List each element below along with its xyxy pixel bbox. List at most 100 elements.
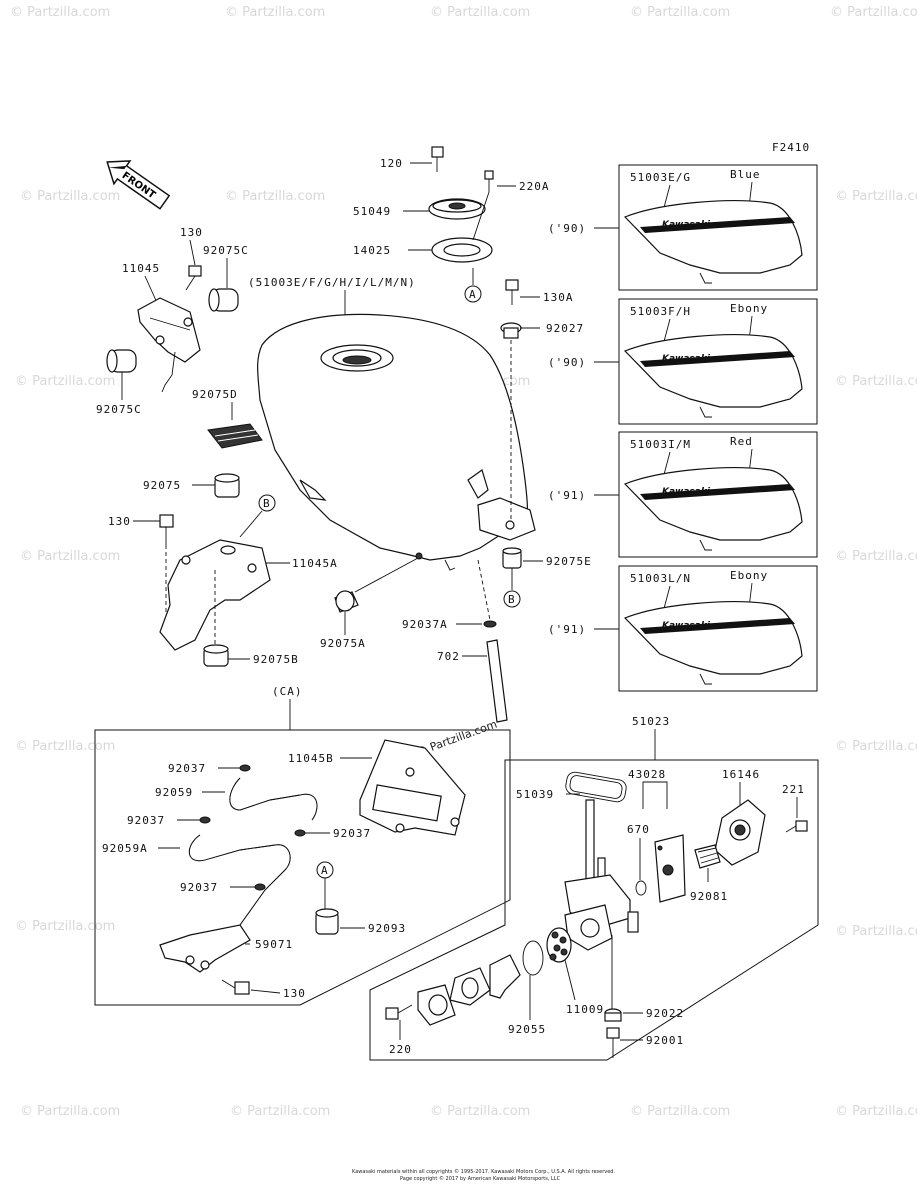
watermark: © Partzilla.com (20, 189, 120, 204)
label-92037-2: 92037 (127, 814, 165, 827)
bolt-130-top (188, 265, 202, 277)
label-130-mid: 130 (108, 515, 131, 528)
fuel-tank: (51003E/F/G/H/I/L/M/N) (248, 276, 536, 571)
variant-frame (618, 164, 818, 291)
watermark: © Partzilla.com (225, 5, 325, 20)
watermark: © Partzilla.com (15, 374, 115, 389)
footer-line1: Kawasaki materials within all copyrights… (352, 1168, 615, 1175)
label-220: 220 (389, 1043, 412, 1056)
watermark: © Partzilla.com (15, 919, 115, 934)
watermark: © Partzilla.com (830, 5, 917, 20)
tank-rear-fasteners: 130A 92027 (500, 279, 584, 520)
label-43028: 43028 (628, 768, 666, 781)
label-ca: (CA) (272, 685, 303, 698)
label-92027: 92027 (546, 322, 584, 335)
variant-part-number: 51003E/G (630, 171, 691, 184)
watermark: © Partzilla.com (630, 5, 730, 20)
brand-logo: Kawasaki (662, 621, 711, 631)
variant-part-number: 51003L/N (630, 572, 691, 585)
gasket-51039 (565, 771, 627, 803)
label-11045a: 11045A (292, 557, 338, 570)
label-92093: 92093 (368, 922, 406, 935)
bolt-130-ca (234, 981, 250, 995)
label-16146: 16146 (722, 768, 760, 781)
variant-year: ('91) (548, 489, 586, 502)
watermark: © Partzilla.com (835, 1104, 917, 1119)
variant-frame (618, 298, 818, 425)
label-92059: 92059 (155, 786, 193, 799)
variant-color: Ebony (730, 569, 768, 582)
label-92059a: 92059A (102, 842, 148, 855)
label-14025: 14025 (353, 244, 391, 257)
variant-color: Blue (730, 168, 761, 181)
watermark: © Partzilla.com (10, 5, 110, 20)
label-92075a: 92075A (320, 637, 366, 650)
watermark: © Partzilla.com (430, 1104, 530, 1119)
bolt-120-head (431, 146, 444, 158)
label-92001: 92001 (646, 1034, 684, 1047)
lever-92055 (489, 954, 521, 999)
callout-a-top (464, 285, 482, 303)
bracket-11045 (137, 297, 201, 363)
label-51049: 51049 (353, 205, 391, 218)
front-arrow-icon: FRONT (106, 160, 171, 210)
tank-side-illustration (623, 334, 803, 408)
label-130a: 130A (543, 291, 574, 304)
watermark: © Partzilla.com (225, 189, 325, 204)
watermarks: © Partzilla.com © Partzilla.com © Partzi… (10, 5, 917, 1119)
bolt-130-mid (159, 514, 174, 528)
label-92037a: 92037A (402, 618, 448, 631)
brand-logo: Kawasaki (662, 354, 711, 364)
pad-92075d (207, 423, 263, 449)
watermark: © Partzilla.com (835, 924, 917, 939)
brand-logo: Kawasaki (662, 220, 711, 230)
label-130-ca: 130 (283, 987, 306, 1000)
bracket-11045b (359, 739, 466, 836)
spring-92081 (694, 844, 721, 869)
bracket-11045a-assembly: 92075 B 130 11045A 92075B 92075A (108, 473, 419, 667)
footer-line2: Page copyright © 2017 by American Kawasa… (400, 1175, 561, 1182)
watermark: © Partzilla.com (15, 739, 115, 754)
tank-side-illustration (623, 200, 803, 274)
fuel-tap-assembly: 51023 51039 43028 670 16146 221 92081 (369, 715, 819, 1061)
label-220a: 220A (519, 180, 550, 193)
label-670: 670 (627, 823, 650, 836)
screw-220a-head (484, 170, 494, 180)
hose-702 (486, 639, 508, 723)
variant-color: Red (730, 435, 753, 448)
watermark: © Partzilla.com (835, 739, 917, 754)
variant-frame (618, 565, 818, 692)
screw-221 (795, 820, 808, 832)
label-92075c-bottom: 92075C (96, 403, 142, 416)
tank-side-illustration (623, 601, 803, 675)
watermark: © Partzilla.com (835, 374, 917, 389)
figure-code: F2410 (772, 141, 810, 154)
label-92037-3: 92037 (333, 827, 371, 840)
watermark: © Partzilla.com (835, 189, 917, 204)
callout-a-top-text: A (469, 288, 477, 301)
variant-year: ('90) (548, 356, 586, 369)
watermark: © Partzilla.com (20, 549, 120, 564)
variant-part-number: 51003I/M (630, 438, 691, 451)
label-11045: 11045 (122, 262, 160, 275)
variant-year: ('91) (548, 623, 586, 636)
label-92075d: 92075D (192, 388, 238, 401)
o-ring-670 (635, 880, 647, 896)
fuel-pipe-main (585, 799, 595, 881)
callout-b-left-text: B (263, 497, 271, 510)
label-92075b: 92075B (253, 653, 299, 666)
watermark: © Partzilla.com (430, 5, 530, 20)
label-51039: 51039 (516, 788, 554, 801)
tank-side-illustration (623, 467, 803, 541)
fuel-cap-assembly: 120 220A 51049 14025 A (353, 146, 550, 303)
label-tank-variants: (51003E/F/G/H/I/L/M/N) (248, 276, 416, 289)
label-92037-1: 92037 (168, 762, 206, 775)
clamp-92037a (483, 620, 497, 628)
bracket-59071 (159, 924, 251, 973)
brand-logo: Kawasaki (662, 487, 711, 497)
